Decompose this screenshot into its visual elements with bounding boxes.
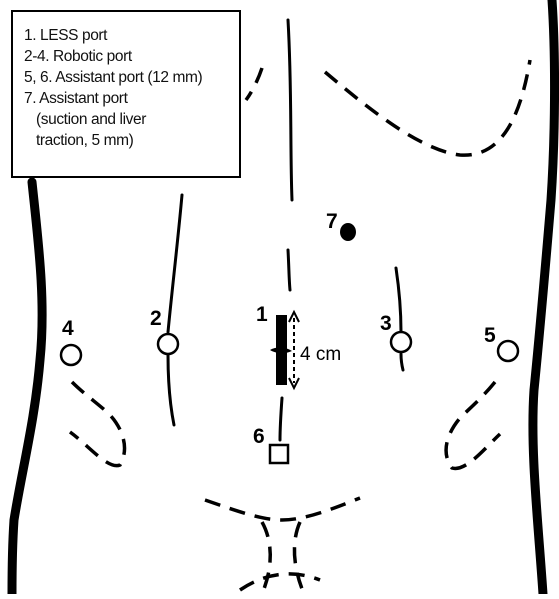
port-5-label: 5 bbox=[484, 324, 496, 347]
rib-margin-left bbox=[246, 68, 262, 100]
port-3-marker bbox=[391, 332, 411, 352]
groin-cross bbox=[240, 574, 320, 590]
port-3-label: 3 bbox=[380, 312, 392, 335]
port-6-marker bbox=[270, 445, 288, 463]
body-outline-right bbox=[533, 0, 555, 594]
port-6-label: 6 bbox=[253, 425, 265, 448]
sternum-line bbox=[288, 20, 292, 200]
port-7-marker bbox=[340, 223, 356, 241]
left-flank-line bbox=[168, 195, 182, 332]
legend-item-3: 5, 6. Assistant port (12 mm) bbox=[24, 67, 239, 88]
body-outline-left bbox=[12, 182, 42, 594]
port-1-incision bbox=[276, 315, 287, 385]
midline-upper bbox=[288, 250, 290, 290]
midline-lower bbox=[280, 398, 282, 440]
right-flank-line-lower bbox=[401, 354, 403, 370]
port-4-marker bbox=[61, 345, 81, 365]
port-4-label: 4 bbox=[62, 317, 74, 340]
thigh-line-right bbox=[294, 522, 304, 594]
legend-item-4: 7. Assistant port bbox=[24, 88, 239, 109]
thigh-line-left bbox=[262, 522, 270, 594]
port-2-label: 2 bbox=[150, 307, 162, 330]
port-5-marker bbox=[498, 341, 518, 361]
legend-box: 1. LESS port 2-4. Robotic port 5, 6. Ass… bbox=[11, 10, 241, 178]
legend-item-4-detail-2: traction, 5 mm) bbox=[24, 130, 239, 151]
iliac-crest-right bbox=[446, 382, 500, 468]
port-1-label: 1 bbox=[256, 303, 268, 326]
iliac-crest-left bbox=[70, 382, 125, 466]
incision-length-label: 4 cm bbox=[300, 344, 341, 365]
left-flank-line-lower bbox=[168, 355, 174, 425]
groin-line bbox=[205, 498, 360, 520]
legend-item-1: 1. LESS port bbox=[24, 25, 239, 46]
rib-margin-right bbox=[325, 60, 530, 155]
port-2-marker bbox=[158, 334, 178, 354]
legend-item-2: 2-4. Robotic port bbox=[24, 46, 239, 67]
right-flank-line bbox=[396, 268, 401, 332]
port-7-label: 7 bbox=[326, 210, 338, 233]
legend-item-4-detail-1: (suction and liver bbox=[24, 109, 239, 130]
